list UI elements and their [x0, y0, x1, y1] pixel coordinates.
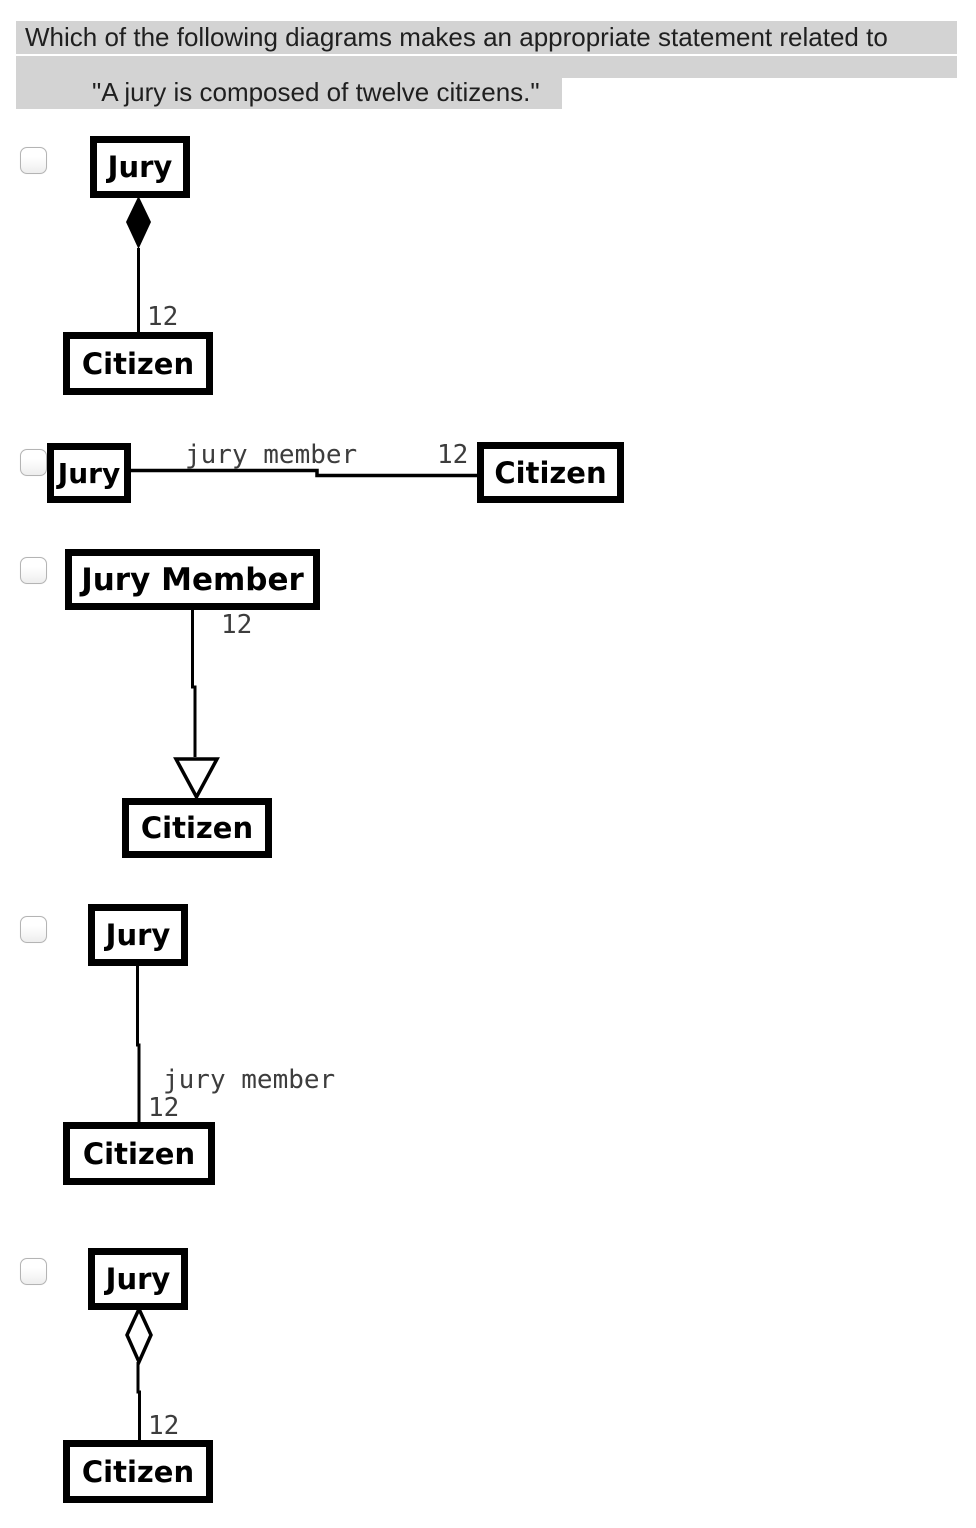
- question-highlight-strip: [16, 56, 957, 78]
- option-4-checkbox[interactable]: [20, 916, 47, 943]
- option-2-checkbox[interactable]: [20, 449, 47, 476]
- class-label: Jury Member: [81, 561, 304, 598]
- class-box-jury-2: Jury: [47, 443, 131, 503]
- aggregation-diamond-icon: [125, 1304, 153, 1367]
- multiplicity-label-2: 12: [437, 440, 469, 470]
- class-label: Citizen: [81, 1454, 195, 1489]
- class-box-citizen-2: Citizen: [477, 442, 624, 503]
- class-box-jury-5: Jury: [88, 1248, 188, 1310]
- option-5-checkbox[interactable]: [20, 1258, 47, 1285]
- class-label: Citizen: [82, 1136, 196, 1171]
- class-box-citizen-4: Citizen: [63, 1122, 215, 1185]
- class-label: Jury: [107, 150, 173, 184]
- association-line-option-5: [136, 1362, 141, 1440]
- class-box-citizen-5: Citizen: [63, 1440, 213, 1503]
- class-label: Citizen: [140, 811, 254, 845]
- class-box-citizen-1: Citizen: [63, 332, 213, 395]
- question-text-line2: "A jury is composed of twelve citizens.": [16, 78, 562, 109]
- class-label: Jury: [105, 1262, 171, 1296]
- class-label: Citizen: [81, 346, 195, 381]
- class-box-jury-4: Jury: [88, 904, 188, 966]
- multiplicity-label-4: 12: [148, 1093, 180, 1123]
- role-label-4: jury member: [163, 1065, 336, 1095]
- class-label: Jury: [57, 456, 121, 490]
- question-text-line1: Which of the following diagrams makes an…: [16, 21, 957, 54]
- class-box-jury-member-3: Jury Member: [65, 549, 320, 610]
- multiplicity-label-3: 12: [221, 610, 253, 640]
- role-label-2: jury member: [185, 440, 358, 470]
- option-3-checkbox[interactable]: [20, 557, 47, 584]
- association-line-option-4: [136, 966, 141, 1122]
- multiplicity-label-5: 12: [148, 1411, 180, 1441]
- association-line-option-3: [191, 610, 197, 757]
- class-label: Jury: [105, 918, 171, 952]
- class-box-citizen-3: Citizen: [122, 798, 272, 858]
- option-1-checkbox[interactable]: [20, 147, 47, 174]
- class-box-jury-1: Jury: [90, 136, 190, 198]
- class-label: Citizen: [494, 455, 607, 490]
- composition-diamond-icon: [126, 196, 151, 249]
- multiplicity-label-1: 12: [147, 302, 179, 332]
- generalization-arrow-icon: [173, 757, 220, 801]
- association-line-option-2: [130, 468, 478, 478]
